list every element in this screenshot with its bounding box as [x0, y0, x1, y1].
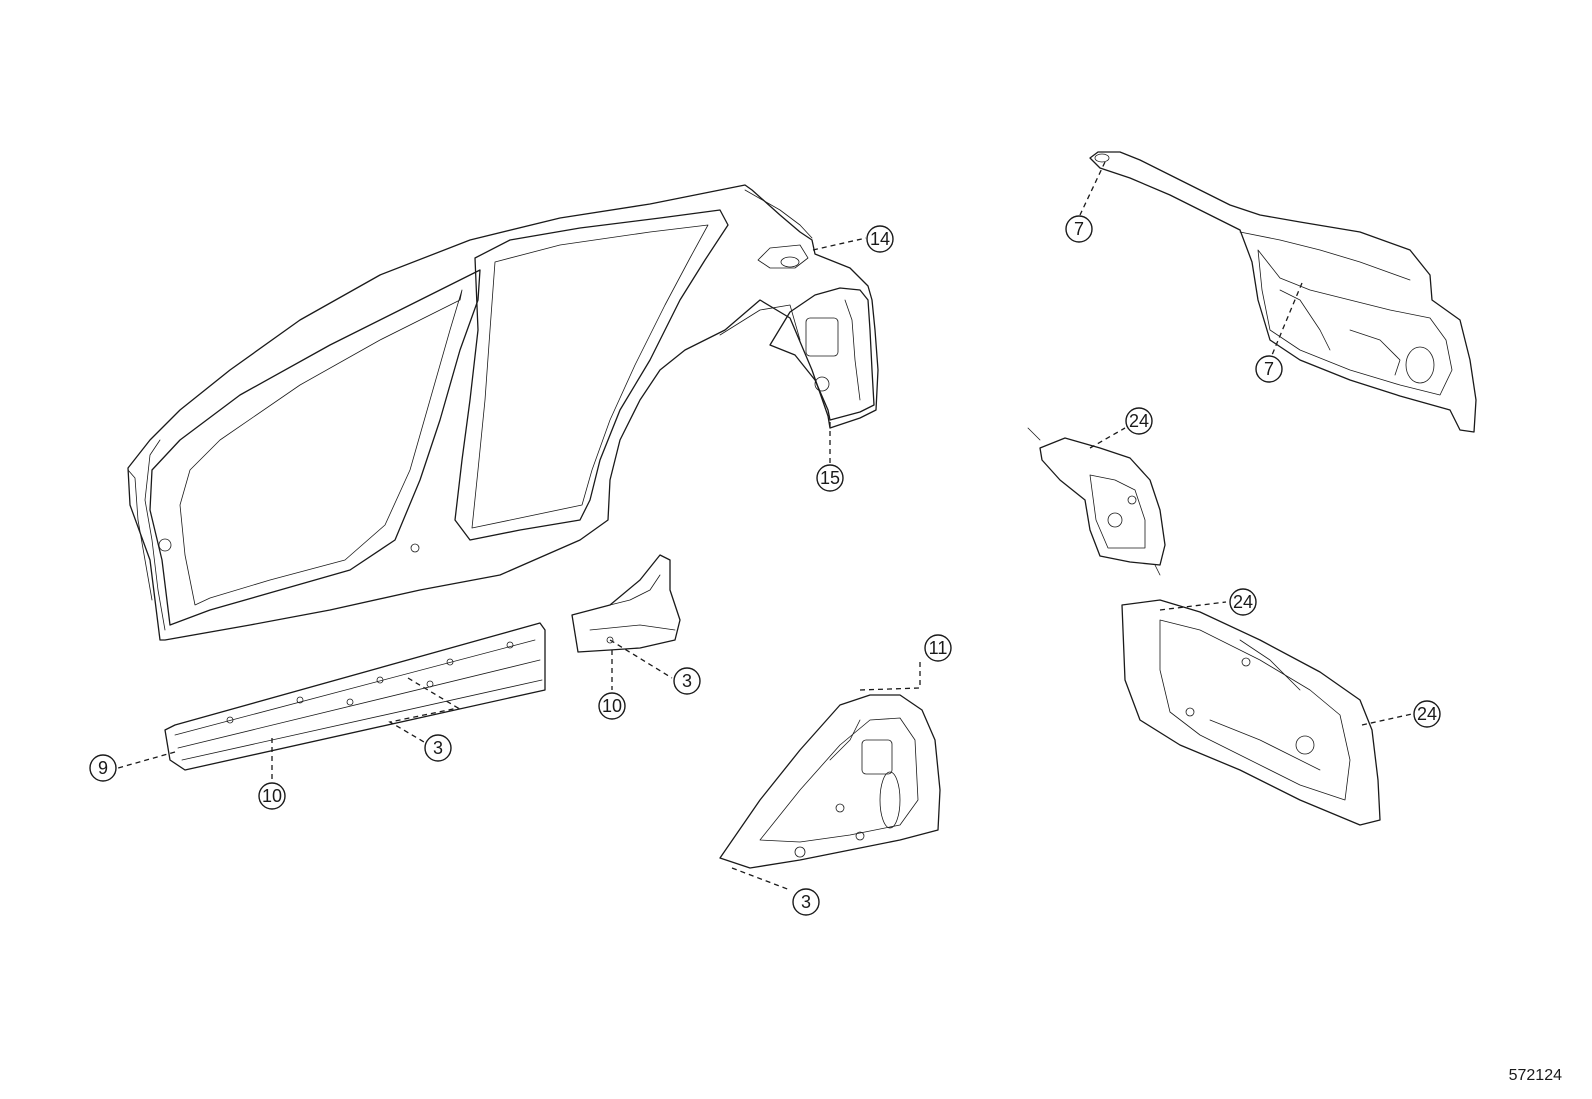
leader-lines: [117, 161, 1413, 891]
svg-text:15: 15: [820, 468, 840, 488]
callout-24-floor-side[interactable]: 24: [1413, 700, 1441, 728]
callout-3-apron[interactable]: 3: [792, 888, 820, 916]
svg-text:14: 14: [870, 229, 890, 249]
svg-text:9: 9: [98, 758, 108, 778]
callout-15[interactable]: 15: [816, 464, 844, 492]
svg-text:3: 3: [801, 892, 811, 912]
svg-text:11: 11: [929, 638, 948, 658]
rocker-panel: [164, 622, 546, 771]
svg-text:24: 24: [1417, 704, 1437, 724]
back-panel: [1089, 151, 1477, 433]
body-side-outer-panel: [127, 184, 879, 641]
svg-text:10: 10: [602, 696, 622, 716]
callout-24-floor-upper[interactable]: 24: [1229, 588, 1257, 616]
callout-11[interactable]: 11: [924, 634, 952, 662]
callout-10-pillar[interactable]: 10: [598, 692, 626, 720]
callout-3-rocker[interactable]: 3: [424, 734, 452, 762]
diagram-id: 572124: [1508, 1067, 1562, 1084]
rear-floor-pan: [1121, 599, 1381, 826]
callout-10-rocker[interactable]: 10: [258, 782, 286, 810]
quarter-wheelhouse-panel: [769, 287, 875, 421]
svg-text:7: 7: [1074, 219, 1084, 239]
callout-7-lower[interactable]: 7: [1255, 355, 1283, 383]
svg-text:7: 7: [1264, 359, 1274, 379]
svg-text:3: 3: [433, 738, 443, 758]
svg-text:3: 3: [682, 671, 692, 691]
callout-24-bracket[interactable]: 24: [1125, 407, 1153, 435]
svg-text:10: 10: [262, 786, 282, 806]
center-pillar-lower: [571, 554, 681, 653]
svg-text:24: 24: [1129, 411, 1149, 431]
rear-floor-side-member-bracket: [1027, 427, 1166, 576]
front-apron-pillar: [719, 694, 941, 869]
callout-7-upper[interactable]: 7: [1065, 215, 1093, 243]
svg-text:24: 24: [1233, 592, 1253, 612]
callout-9[interactable]: 9: [89, 754, 117, 782]
callout-14[interactable]: 14: [866, 225, 894, 253]
callout-3-pillar[interactable]: 3: [673, 667, 701, 695]
